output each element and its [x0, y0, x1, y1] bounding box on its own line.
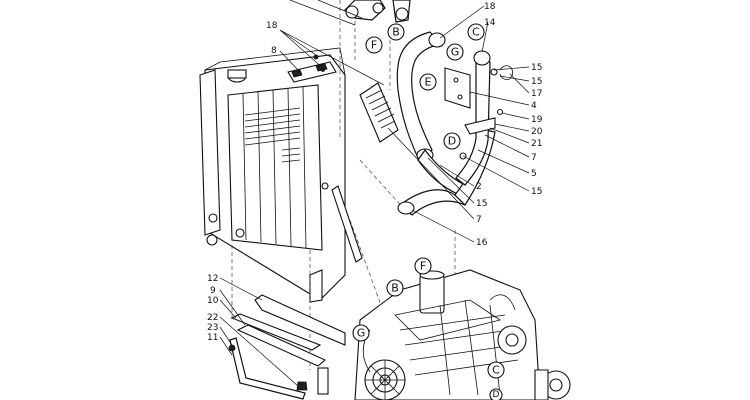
label-7a: 7	[531, 153, 537, 163]
part-labels: 18 8 18 14 15 15 17 4 19 20 21 7 5 15 2 …	[207, 2, 543, 343]
svg-text:B: B	[392, 26, 400, 39]
label-18a: 18	[266, 21, 278, 31]
label-23: 23	[207, 323, 218, 333]
reference-circle-C-engine: C	[487, 361, 505, 379]
top-hose-elbow	[344, 0, 386, 21]
reference-circle-G-engine: G	[352, 324, 370, 342]
reference-circle-B-top: B	[387, 23, 405, 41]
seal-9	[236, 324, 327, 367]
reference-circle-E: E	[419, 73, 437, 91]
label-19: 19	[531, 115, 543, 125]
label-9: 9	[210, 286, 216, 296]
hose-11	[228, 337, 329, 400]
top-hose-right	[392, 0, 411, 23]
leader-lines	[219, 0, 530, 387]
reference-circle-D: D	[443, 132, 461, 150]
label-18b: 18	[484, 2, 496, 12]
svg-text:F: F	[420, 260, 426, 273]
label-22: 22	[207, 313, 218, 323]
bracket-20	[464, 117, 496, 135]
label-7b: 7	[476, 215, 482, 225]
label-2: 2	[476, 182, 482, 192]
grille-piece	[359, 82, 399, 143]
svg-text:C: C	[472, 26, 480, 39]
reference-circle-B-engine: B	[386, 279, 404, 297]
svg-text:F: F	[371, 39, 377, 52]
svg-text:E: E	[425, 76, 432, 89]
svg-text:D: D	[493, 390, 500, 400]
label-21: 21	[531, 139, 542, 149]
svg-text:C: C	[492, 364, 500, 377]
svg-text:B: B	[391, 282, 399, 295]
label-8: 8	[271, 46, 277, 56]
label-5: 5	[531, 169, 537, 179]
label-15b: 15	[531, 77, 542, 87]
label-17: 17	[531, 89, 542, 99]
label-10: 10	[207, 296, 219, 306]
clamp-15	[490, 68, 498, 76]
reference-circle-F-engine: F	[414, 257, 432, 275]
bracket-4	[444, 67, 471, 109]
svg-text:G: G	[357, 327, 366, 340]
seal-12	[254, 294, 346, 346]
label-11: 11	[207, 333, 218, 343]
bolt-19	[496, 108, 504, 116]
label-4: 4	[531, 101, 537, 111]
seal-10	[230, 313, 322, 351]
reference-circle-F-top: F	[365, 36, 383, 54]
reference-circle-C-top: C	[467, 23, 485, 41]
label-15a: 15	[531, 63, 542, 73]
label-12: 12	[207, 274, 218, 284]
svg-text:D: D	[448, 135, 456, 148]
radiator-assembly	[199, 47, 363, 303]
reference-circle-D-engine: D	[489, 388, 503, 400]
label-20: 20	[531, 127, 543, 137]
label-14: 14	[484, 18, 496, 28]
label-15c: 15	[531, 187, 542, 197]
reference-circle-G-top: G	[446, 43, 464, 61]
svg-text:G: G	[451, 46, 460, 59]
label-16: 16	[476, 238, 488, 248]
label-15d: 15	[476, 199, 487, 209]
upper-hose-2	[396, 31, 466, 196]
